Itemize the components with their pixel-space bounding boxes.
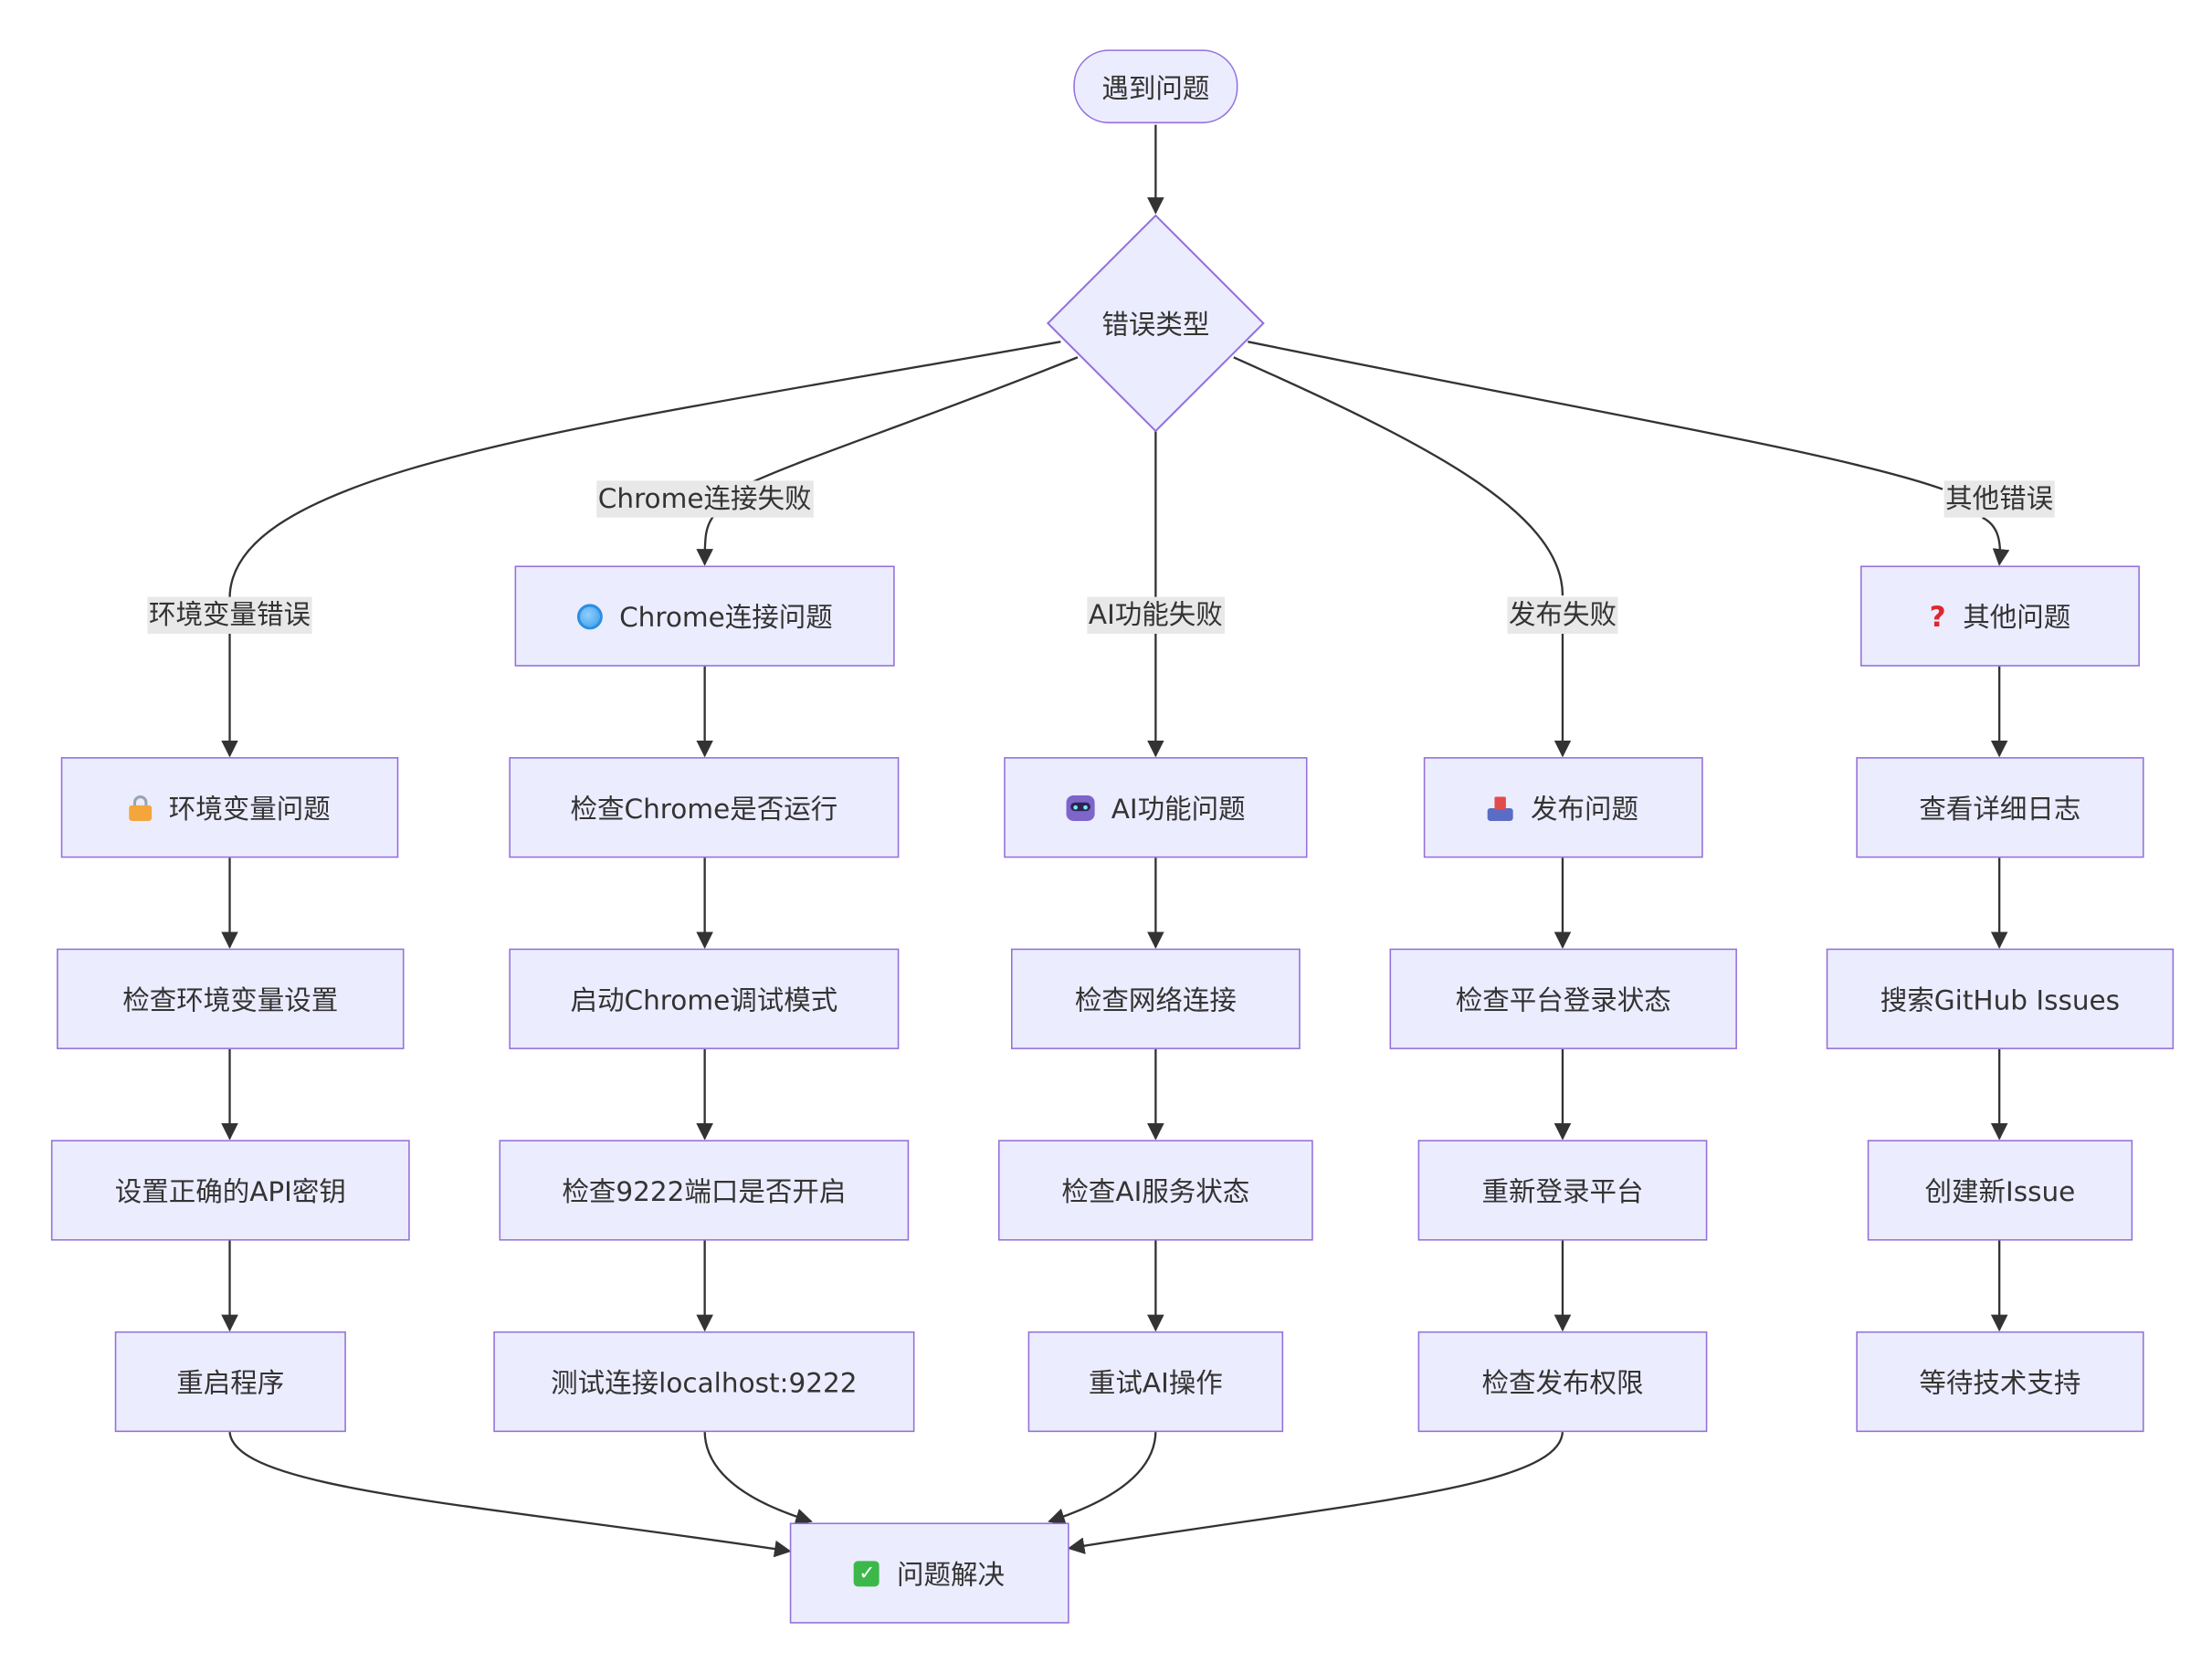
start-label: 遇到问题 — [1101, 72, 1210, 105]
start-node: 遇到问题 — [1073, 49, 1238, 124]
chrome-problem-node: Chrome连接问题 — [514, 565, 895, 667]
decision-label: 错误类型 — [1101, 310, 1210, 342]
step-node: 检查9222端口是否开启 — [499, 1140, 910, 1241]
other-problem-node: ? 其他问题 — [1860, 565, 2140, 667]
step-node: 创建新Issue — [1867, 1140, 2133, 1241]
edge-otherlabel-to-other — [1981, 516, 2010, 566]
edge-testconn-to-end — [703, 1430, 813, 1525]
check-mark-icon: ✓ — [854, 1560, 880, 1586]
edge-decision-to-other — [1248, 341, 1943, 490]
edge-restart-to-end — [228, 1430, 792, 1558]
step-node: 检查平台登录状态 — [1389, 948, 1737, 1049]
env-problem-node: 环境变量问题 — [60, 757, 399, 858]
other-problem-label: 其他问题 — [1963, 602, 2071, 635]
chrome-problem-label: Chrome连接问题 — [619, 602, 833, 635]
outbox-tray-icon — [1488, 794, 1514, 821]
step-node: 测试连接localhost:9222 — [493, 1331, 915, 1433]
publish-problem-label: 发布问题 — [1531, 794, 1639, 826]
step-node: 检查发布权限 — [1417, 1331, 1708, 1433]
env-problem-label: 环境变量问题 — [168, 794, 331, 826]
ai-problem-node: AI功能问题 — [1004, 757, 1308, 858]
edge-label-chrome: Chrome连接失败 — [596, 480, 814, 518]
step-node: 检查AI服务状态 — [998, 1140, 1313, 1241]
step-node: 设置正确的API密钥 — [50, 1140, 410, 1241]
step-node: 检查网络连接 — [1011, 948, 1301, 1049]
edge-decision-to-chrome — [736, 356, 1079, 490]
step-node: 检查Chrome是否运行 — [509, 757, 900, 858]
step-node: 重启程序 — [114, 1331, 346, 1433]
ai-problem-label: AI功能问题 — [1111, 794, 1246, 826]
globe-icon — [576, 603, 603, 629]
step-node: 查看详细日志 — [1856, 757, 2144, 858]
edge-label-other: 其他错误 — [1943, 480, 2055, 518]
robot-icon — [1066, 794, 1095, 821]
edge-chromelabel-to-chrome — [696, 512, 717, 566]
step-node: 搜索GitHub Issues — [1826, 948, 2175, 1049]
step-node: 重新登录平台 — [1417, 1140, 1708, 1241]
end-node: ✓ 问题解决 — [789, 1522, 1069, 1624]
decision-diamond — [1046, 214, 1265, 433]
edge-label-publish: 发布失败 — [1507, 596, 1618, 635]
lock-icon — [129, 794, 153, 821]
end-label: 问题解决 — [896, 1559, 1006, 1592]
question-mark-icon: ? — [1929, 598, 1946, 634]
step-node: 重试AI操作 — [1027, 1331, 1284, 1433]
step-node: 等待技术支持 — [1856, 1331, 2144, 1433]
edge-retryai-to-end — [1048, 1430, 1157, 1525]
edge-label-env: 环境变量错误 — [147, 596, 312, 635]
edge-permission-to-end — [1067, 1430, 1564, 1554]
publish-problem-node: 发布问题 — [1423, 757, 1703, 858]
edge-label-ai: AI功能失败 — [1087, 596, 1225, 635]
step-node: 检查环境变量设置 — [57, 948, 405, 1049]
edge-decision-to-env — [228, 341, 1061, 599]
edge-decision-to-publish — [1233, 356, 1564, 596]
step-node: 启动Chrome调试模式 — [509, 948, 900, 1049]
